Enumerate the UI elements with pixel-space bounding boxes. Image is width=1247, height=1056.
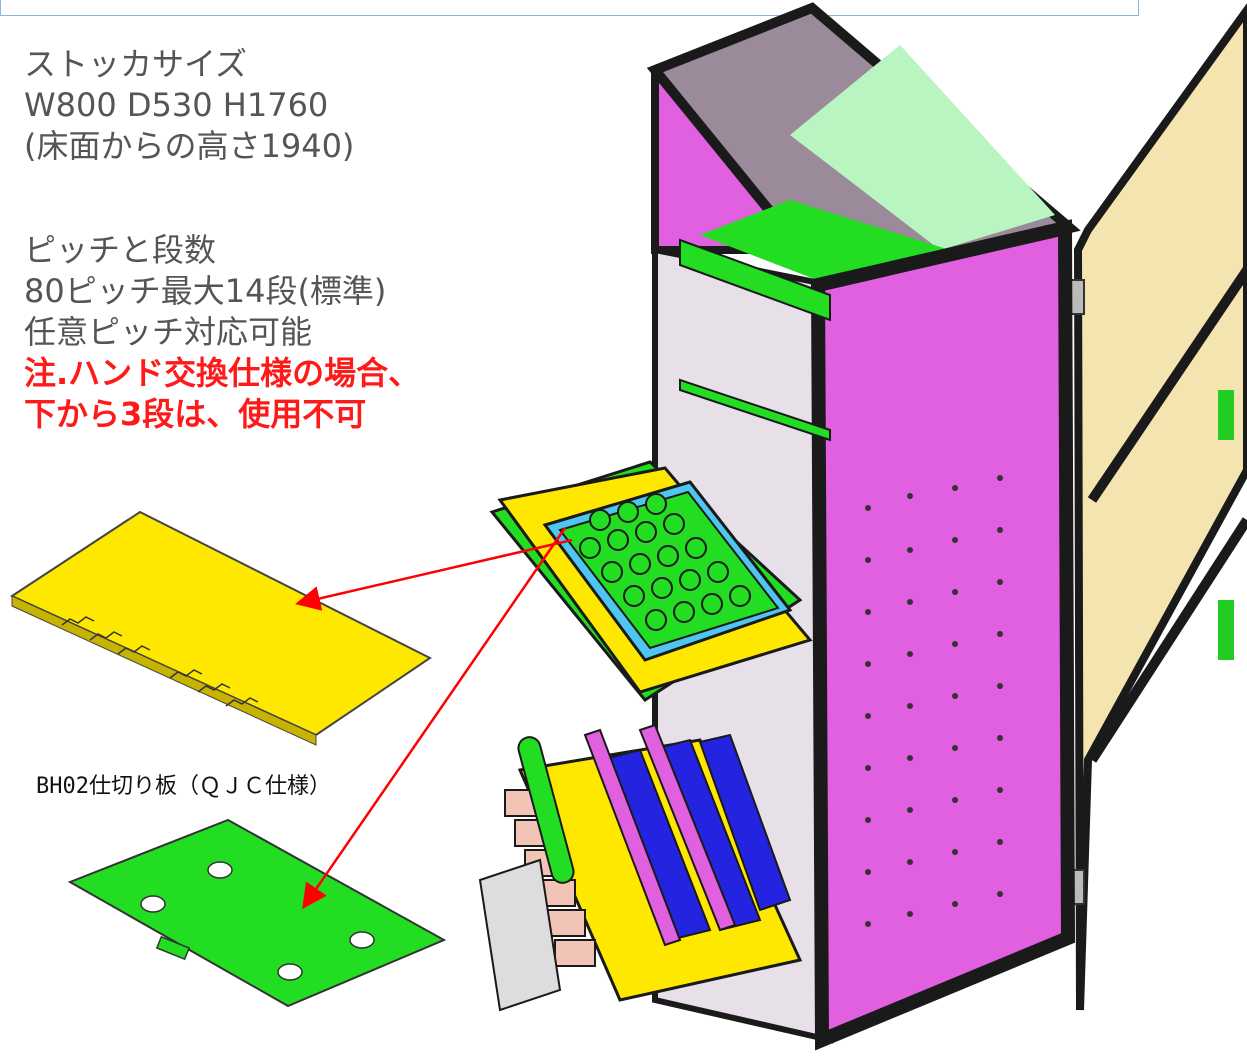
arrow-to-yellow-plate: [295, 538, 573, 611]
hand-change-note-line1: 注.ハンド交換仕様の場合、: [24, 354, 421, 392]
pitch-block: ピッチと段数 80ピッチ最大14段(標準) 任意ピッチ対応可能 注.ハンド交換仕…: [24, 230, 420, 435]
lower-shelf: [478, 723, 803, 1012]
door-handle: [1218, 600, 1234, 660]
open-door: [1061, 3, 1247, 1011]
pulled-out-shelf: [489, 460, 813, 702]
partition-hole: [207, 861, 233, 879]
yellow-plate-part: [9, 510, 432, 746]
magenta-divider: [638, 723, 737, 932]
partition-hole: [140, 895, 166, 913]
door-handle: [1218, 390, 1234, 440]
arrow-to-green-partition: [302, 527, 567, 910]
partition-hole: [349, 931, 375, 949]
hand-unit: [478, 858, 562, 1012]
stocker-size-block: ストッカサイズ W800 D530 H1760 (床面からの高さ1940): [24, 44, 354, 167]
door-panel: [1073, 3, 1247, 1011]
green-partition-plate: [67, 818, 447, 1008]
cabinet-body: [646, 2, 1081, 1051]
partition-caption: BH02仕切り板（ＱＪＣ仕様）: [36, 774, 331, 799]
partition-hole: [277, 963, 303, 981]
arrows: [295, 527, 573, 910]
pitch-title: ピッチと段数: [24, 231, 217, 269]
inner-back-wall: [790, 45, 1055, 250]
header-box: [0, 0, 1139, 16]
panel-holes: [865, 475, 1003, 927]
size-height-note: (床面からの高さ1940): [24, 127, 355, 165]
yellow-plate-slots: [61, 616, 259, 707]
navy-block: [698, 733, 792, 912]
inner-shelf: [679, 378, 831, 442]
partition-handle: [155, 935, 191, 961]
inner-shelf: [679, 238, 831, 322]
pitch-option: 任意ピッチ対応可能: [24, 313, 313, 351]
hand-change-note-line2: 下から3段は、使用不可: [24, 395, 367, 433]
tray-pins: [579, 493, 751, 631]
size-title: ストッカサイズ: [24, 45, 248, 83]
door-frame-bar: [1087, 517, 1247, 763]
door-frame-bar: [1087, 267, 1247, 503]
green-partition-part: [67, 818, 447, 1008]
magenta-divider: [583, 728, 682, 947]
pitch-value: 80ピッチ最大14段(標準): [24, 272, 387, 310]
front-side-panel: [810, 219, 1076, 1051]
green-cylinder: [517, 736, 575, 884]
size-value: W800 D530 H1760: [24, 86, 329, 124]
